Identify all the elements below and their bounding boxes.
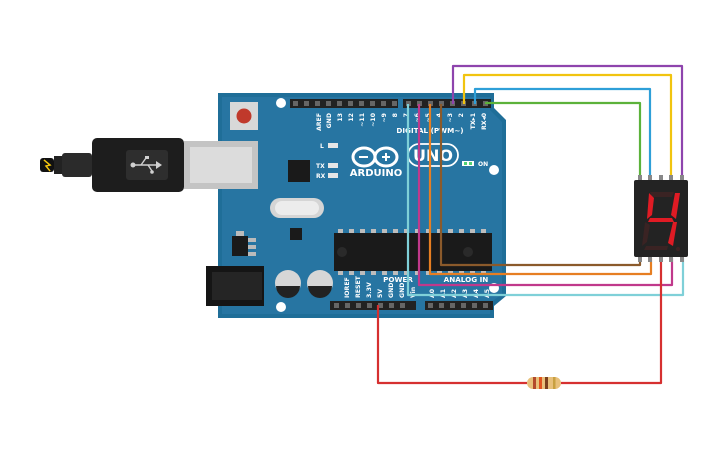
digital-pin-label-12: ~3	[447, 113, 454, 123]
analog-header-label: ANALOG IN	[444, 275, 489, 284]
power-pin-label-6: Vin	[410, 287, 417, 298]
power-pin-label-3: 5V	[377, 289, 384, 298]
led-on	[462, 161, 474, 166]
digital-pin-label-0: AREF	[316, 113, 323, 131]
digital-pin-label-10: ~5	[425, 113, 432, 123]
power-header-label: POWER	[383, 275, 413, 284]
digital-pin-label-14: TX▸1	[470, 113, 477, 129]
wire-cyan[interactable]	[406, 104, 685, 297]
power-pin-label-4: GND	[388, 283, 395, 298]
arduino-logo	[351, 146, 399, 168]
analog-pin-label-2: A2	[451, 289, 458, 298]
svg-text:L: L	[320, 143, 324, 150]
lightning-icon	[43, 159, 52, 172]
on-label: ON	[478, 161, 488, 168]
digital-pin-label-4: ~11	[359, 113, 366, 127]
resistor[interactable]	[527, 377, 561, 389]
digital-pin-label-11: 4	[436, 112, 443, 117]
digital-pin-label-6: ~9	[381, 113, 388, 123]
led-rx: RX	[316, 173, 338, 180]
digital-pin-label-15: RX◂0	[481, 112, 488, 130]
power-pin-label-2: 3.3V	[366, 282, 373, 298]
wire-magenta[interactable]	[417, 104, 674, 287]
mount-hole	[276, 98, 286, 108]
mount-hole	[276, 302, 286, 312]
analog-header[interactable]	[425, 301, 493, 310]
power-pin-label-1: RESET	[355, 275, 362, 298]
wire-red[interactable]	[376, 258, 663, 385]
digital-pin-label-7: 8	[392, 113, 399, 117]
digital-pin-label-5: ~10	[370, 112, 377, 126]
svg-text:RX: RX	[316, 173, 326, 180]
capacitor	[307, 270, 333, 298]
digital-pin-label-8: 7	[403, 113, 410, 117]
analog-pin-label-4: A4	[473, 288, 480, 298]
digital-pin-label-3: 12	[348, 113, 355, 122]
brand-label: ARDUINO	[350, 168, 402, 179]
model-label: UNO	[413, 146, 453, 165]
capacitor	[275, 270, 301, 298]
wire-purple[interactable]	[451, 64, 684, 180]
power-pin-labels: IOREF RESET 3.3V 5V GND GND Vin	[344, 275, 417, 298]
analog-pin-label-0: A0	[429, 288, 436, 298]
analog-pin-label-1: A1	[440, 289, 447, 298]
digital-pin-label-13: 2	[458, 113, 465, 117]
arduino-uno-board[interactable]: ARDUINO UNO ON L TX RX	[184, 93, 506, 318]
digital-header[interactable]	[290, 99, 491, 108]
wire-orange[interactable]	[428, 104, 653, 276]
wire-blue[interactable]	[473, 87, 652, 180]
analog-pin-label-3: A3	[462, 289, 469, 298]
analog-pin-labels: A0 A1 A2 A3 A4 A5	[429, 288, 491, 298]
analog-pin-label-5: A5	[484, 289, 491, 298]
wire-yellow[interactable]	[462, 73, 673, 180]
usb-icon	[130, 156, 162, 174]
digital-pin-label-2: 13	[337, 113, 344, 122]
mount-hole	[489, 165, 499, 175]
seven-segment-display[interactable]: 4	[634, 175, 688, 262]
atmega328-chip	[334, 229, 492, 275]
digital-pin-label-1: GND	[326, 113, 333, 128]
power-header[interactable]	[330, 301, 416, 310]
reset-button[interactable]	[230, 102, 258, 130]
uno-logo: UNO	[407, 143, 459, 167]
wires[interactable]	[376, 64, 685, 385]
svg-text:TX: TX	[316, 163, 325, 170]
led-l: L	[320, 143, 338, 150]
digit-segments	[642, 192, 681, 252]
power-pin-label-5: GND	[399, 283, 406, 298]
digital-pin-label-9: ~6	[414, 113, 421, 123]
usb-chip	[288, 160, 310, 182]
led-tx: TX	[316, 163, 338, 170]
voltage-regulator	[232, 231, 256, 256]
power-pin-label-0: IOREF	[344, 277, 351, 298]
small-chip	[290, 228, 302, 240]
wire-green[interactable]	[484, 101, 642, 180]
